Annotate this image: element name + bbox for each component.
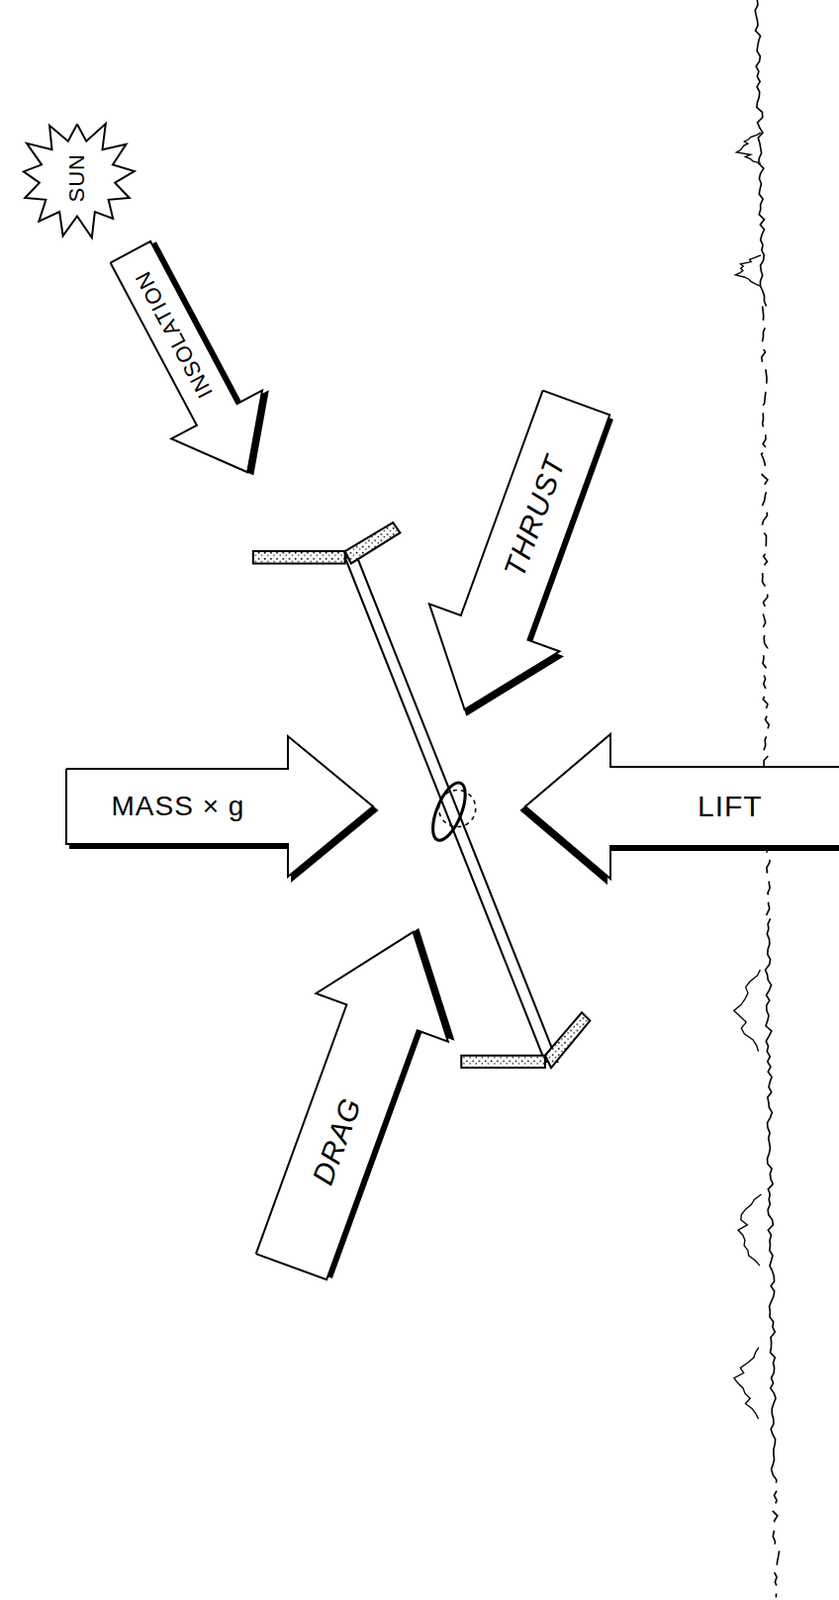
wingtip [461, 1055, 546, 1068]
shore-bump [734, 969, 761, 1052]
tail-fin [345, 522, 401, 563]
force-arrow: THRUST [399, 378, 642, 734]
shore-bump [735, 255, 761, 286]
ground-line [754, 0, 766, 306]
shore-bump [738, 1194, 761, 1266]
force-arrow: MASS × g [66, 736, 373, 877]
force-label: SUN [66, 153, 89, 202]
ground-line [765, 918, 776, 1470]
shore-bump [734, 1347, 759, 1419]
arrow-outline [85, 227, 293, 496]
propeller [426, 778, 472, 845]
sun-burst: SUN [15, 116, 139, 240]
force-label: MASS × g [111, 792, 246, 821]
force-arrow: INSOLATION [85, 227, 293, 496]
force-arrow: LIFT [525, 734, 839, 879]
arrow-shadow [401, 383, 644, 739]
stabilizer [253, 551, 346, 563]
arrow-outline [399, 378, 642, 734]
arrow-outline [525, 734, 839, 879]
force-label: LIFT [697, 791, 763, 822]
sun-outline [23, 123, 135, 238]
shore-bump [736, 132, 761, 164]
propeller-disc [439, 789, 476, 827]
wingtip-fin [545, 1012, 590, 1068]
arrow-outline [225, 908, 480, 1292]
arrow-outline [525, 734, 839, 879]
force-arrow: DRAG [225, 908, 480, 1292]
ground-line [771, 1470, 780, 1598]
arrow-outline [66, 736, 373, 877]
